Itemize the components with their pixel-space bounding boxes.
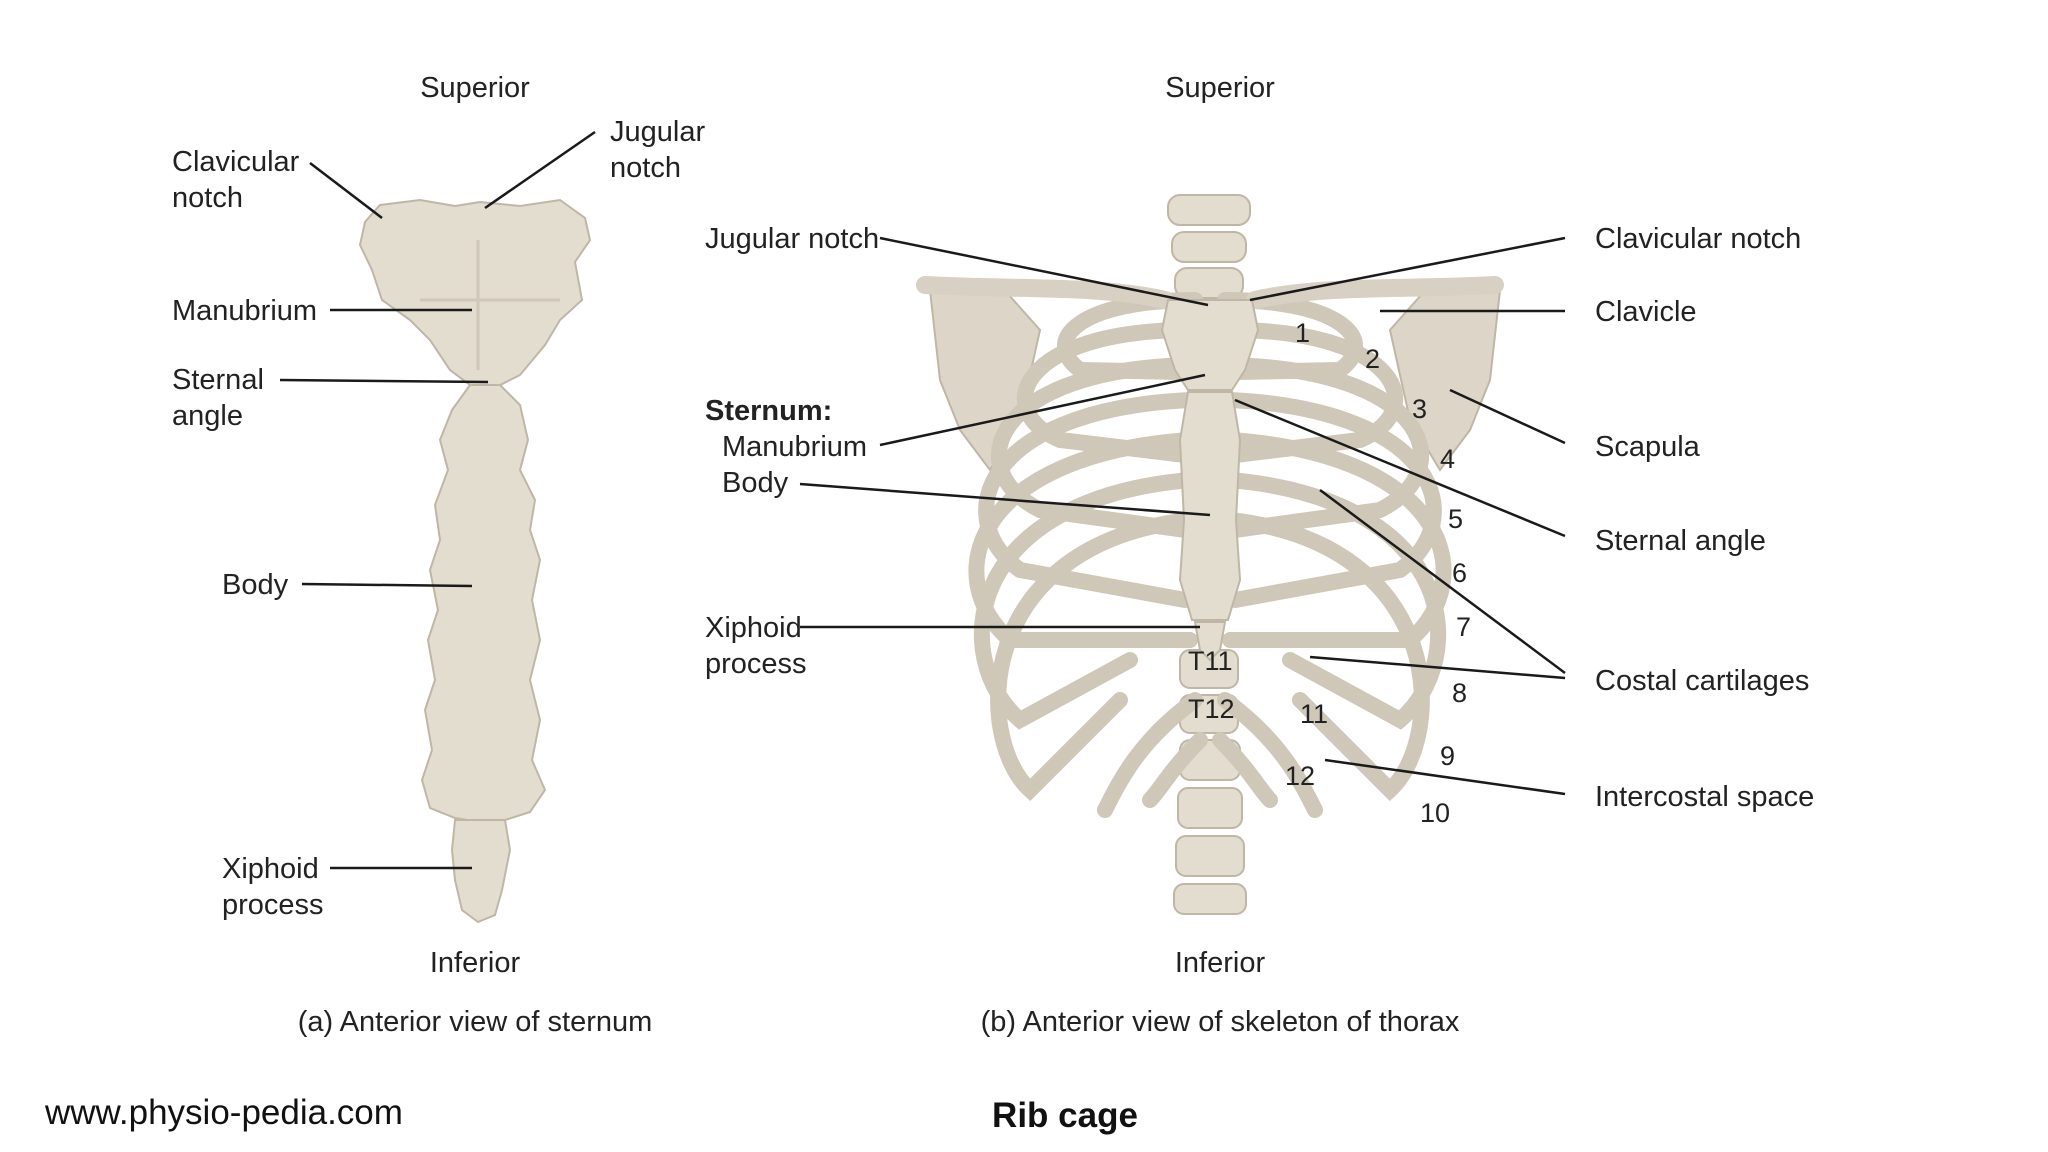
panel-a-text: Superior Clavicular notch Jugular notch … — [172, 72, 705, 1038]
panel-a-inferior: Inferior — [430, 947, 521, 979]
panel-a-leaders — [279, 130, 596, 870]
panel-a-clavicular-notch-1: Clavicular — [172, 146, 300, 178]
thorax-illustration — [916, 194, 1504, 915]
panel-a-xiphoid-1: Xiphoid — [222, 853, 319, 885]
panel-b-clavicle: Clavicle — [1595, 296, 1697, 328]
sternum-illustration — [358, 198, 592, 924]
panel-b-inferior: Inferior — [1175, 947, 1266, 979]
rib-number-6: 6 — [1452, 558, 1467, 588]
panel-a-manubrium: Manubrium — [172, 295, 317, 327]
manubrium-shape — [358, 198, 592, 386]
panel-a-body: Body — [222, 569, 289, 601]
panel-a-xiphoid-2: process — [222, 889, 324, 921]
panel-b-intercostal-space: Intercostal space — [1595, 781, 1814, 813]
source-url: www.physio-pedia.com — [45, 1093, 403, 1132]
panel-b-caption: (b) Anterior view of skeleton of thorax — [981, 1006, 1460, 1038]
panel-a-jugular-notch-1: Jugular — [610, 116, 705, 148]
panel-b-jugular-notch: Jugular notch — [705, 223, 879, 255]
slide-title: Rib cage — [992, 1096, 1138, 1135]
rib-number-7: 7 — [1456, 612, 1471, 642]
rib-number-5: 5 — [1448, 504, 1463, 534]
panel-b-costal-cartilages: Costal cartilages — [1595, 665, 1809, 697]
rib-number-1: 1 — [1295, 318, 1310, 348]
panel-b-superior: Superior — [1165, 72, 1275, 104]
rib-number-12: 12 — [1285, 761, 1315, 791]
rib-number-3: 3 — [1412, 394, 1427, 424]
panel-b-leaders — [799, 236, 1566, 796]
rib-number-2: 2 — [1365, 344, 1380, 374]
panel-a-caption: (a) Anterior view of sternum — [298, 1006, 653, 1038]
panel-b-sternal-angle: Sternal angle — [1595, 525, 1766, 557]
rib-number-10: 10 — [1420, 798, 1450, 828]
panel-b-body: Body — [722, 467, 789, 499]
panel-b-text: Superior Jugular notch Sternum: Manubriu… — [705, 72, 1814, 1038]
rib-number-9: 9 — [1440, 741, 1455, 771]
vertebral-column — [1167, 194, 1251, 915]
thorax-sternum — [1160, 299, 1260, 662]
xiphoid-shape — [450, 819, 512, 924]
panel-a-sternal-angle-1: Sternal — [172, 364, 264, 396]
panel-a-superior: Superior — [420, 72, 530, 104]
panel-a-sternal-angle-2: angle — [172, 400, 243, 432]
panel-b-sternum-heading: Sternum: — [705, 395, 832, 427]
rib-number-11: 11 — [1300, 699, 1328, 729]
rib-number-8: 8 — [1452, 678, 1467, 708]
rib-number-4: 4 — [1440, 444, 1455, 474]
vertebra-t12: T12 — [1188, 694, 1235, 724]
panel-b-xiphoid-2: process — [705, 648, 807, 680]
right-scapula-shape — [1388, 283, 1502, 472]
panel-b-manubrium: Manubrium — [722, 431, 867, 463]
panel-b-xiphoid-1: Xiphoid — [705, 612, 802, 644]
panel-b-clavicular-notch: Clavicular notch — [1595, 223, 1801, 255]
sternal-body-shape — [420, 384, 547, 824]
vertebra-t11: T11 — [1188, 646, 1233, 676]
panel-a-jugular-notch-2: notch — [610, 152, 681, 184]
panel-b-scapula: Scapula — [1595, 431, 1701, 463]
panel-a-clavicular-notch-2: notch — [172, 182, 243, 214]
